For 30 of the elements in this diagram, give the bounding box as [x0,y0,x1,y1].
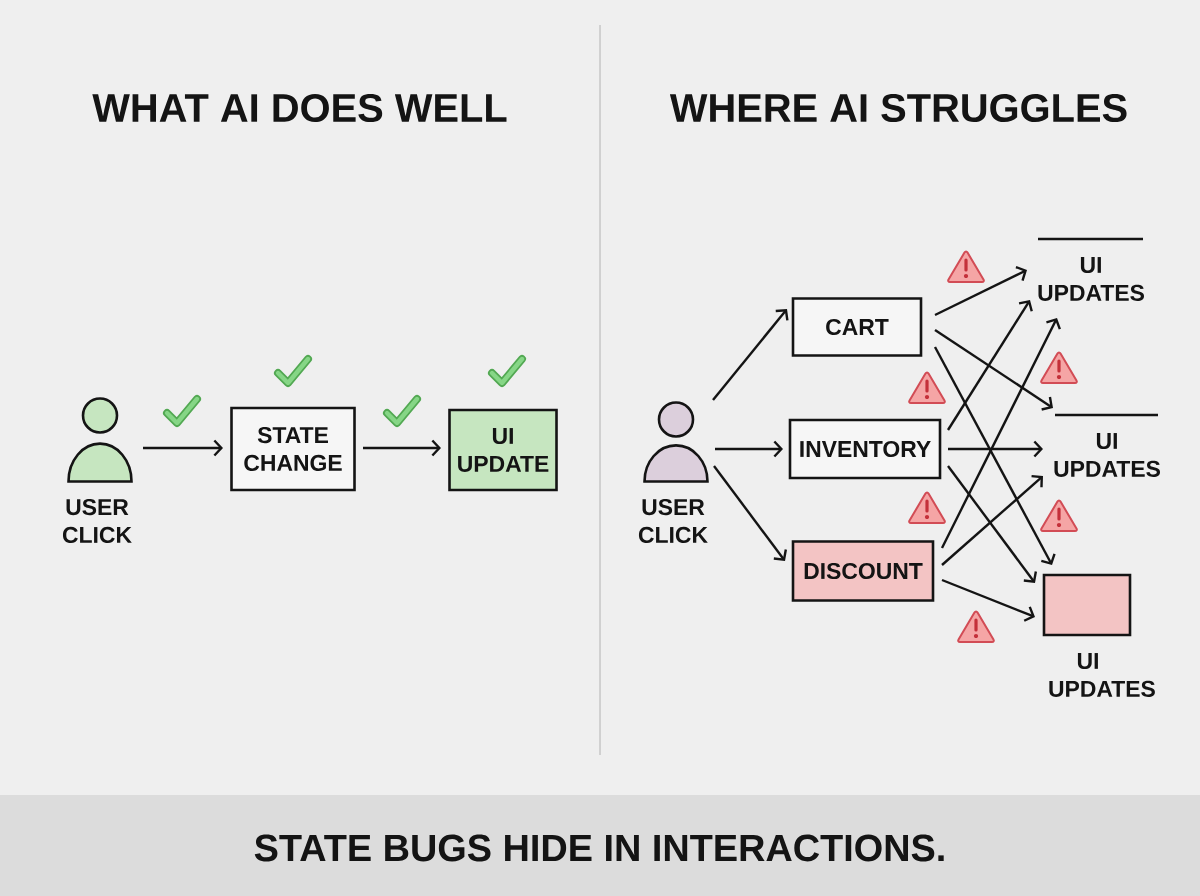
arrow [715,440,783,458]
arrow [948,440,1043,458]
arrow [143,439,223,457]
arrow [712,309,789,401]
node-label: USER CLICK [62,498,132,544]
arrow [941,474,1043,566]
panel-heading: WHAT AI DOES WELL [92,93,507,123]
person-icon [643,401,709,483]
panel-heading: WHERE AI STRUGGLES [669,93,1127,123]
node-label: USER CLICK [638,498,708,544]
arrow [941,578,1035,622]
arrow [947,465,1038,583]
arrow [934,329,1053,411]
process-box: INVENTORY [788,418,942,480]
caption-banner: STATE BUGS HIDE IN INTERACTIONS. [0,795,1200,896]
process-box: UI UPDATE [448,408,558,492]
person-icon [67,397,133,483]
arrow [713,465,788,561]
arrow [934,265,1027,317]
arrow [940,318,1061,549]
arrow [947,300,1033,431]
arrow [933,346,1056,565]
overlined-label: UI UPDATES [1038,237,1144,301]
arrow [363,439,441,457]
overlined-label: UI UPDATES [1054,413,1160,477]
process-box: DISCOUNT [791,540,935,602]
output-box [1042,573,1132,637]
node-label: UI UPDATES [1049,653,1155,697]
process-box: CART [791,297,923,357]
process-box: STATE CHANGE [230,406,356,492]
